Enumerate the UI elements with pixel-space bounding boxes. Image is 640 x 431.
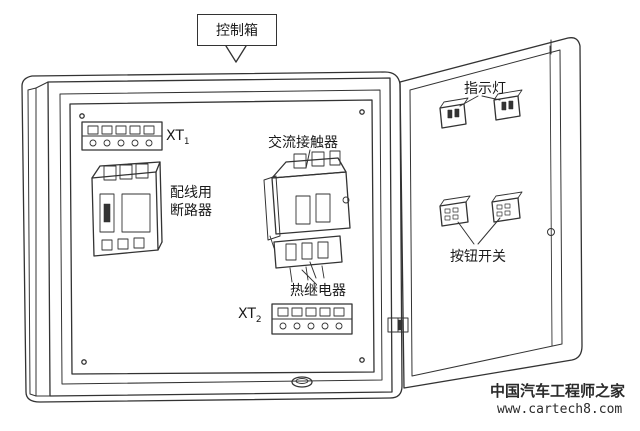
terminal-block-xt1 xyxy=(81,121,163,151)
xt2-label-base: XT xyxy=(238,306,256,322)
button-switches xyxy=(439,191,523,227)
xt1-label: XT1 xyxy=(166,128,190,147)
control-box-callout: 控制箱 xyxy=(197,14,277,46)
contactor-label: 交流接触器 xyxy=(268,135,338,151)
thermal-relay-label: 热继电器 xyxy=(290,283,346,299)
terminal-block-xt2 xyxy=(271,303,353,335)
callout-pointer xyxy=(225,45,247,63)
cabinet-door xyxy=(387,37,583,389)
leader-lines xyxy=(305,95,501,279)
cabinet-body xyxy=(21,71,403,403)
watermark-url: www.cartech8.com xyxy=(497,402,623,417)
breaker-label-line2: 断路器 xyxy=(170,203,212,219)
indicator-lights xyxy=(439,89,523,129)
circuit-breaker xyxy=(91,161,163,257)
xt1-label-subscript: 1 xyxy=(183,137,190,147)
ac-contactor xyxy=(263,150,351,249)
xt2-label: XT2 xyxy=(238,306,262,325)
button-switch-label: 按钮开关 xyxy=(450,249,506,265)
watermark-title: 中国汽车工程师之家 xyxy=(490,382,626,400)
xt2-label-subscript: 2 xyxy=(255,315,262,325)
thermal-relay xyxy=(273,235,343,285)
breaker-label-line1: 配线用 xyxy=(170,185,212,201)
xt1-label-base: XT xyxy=(166,128,184,144)
indicator-light-label: 指示灯 xyxy=(464,81,506,97)
breaker-label: 配线用断路器 xyxy=(170,184,212,220)
